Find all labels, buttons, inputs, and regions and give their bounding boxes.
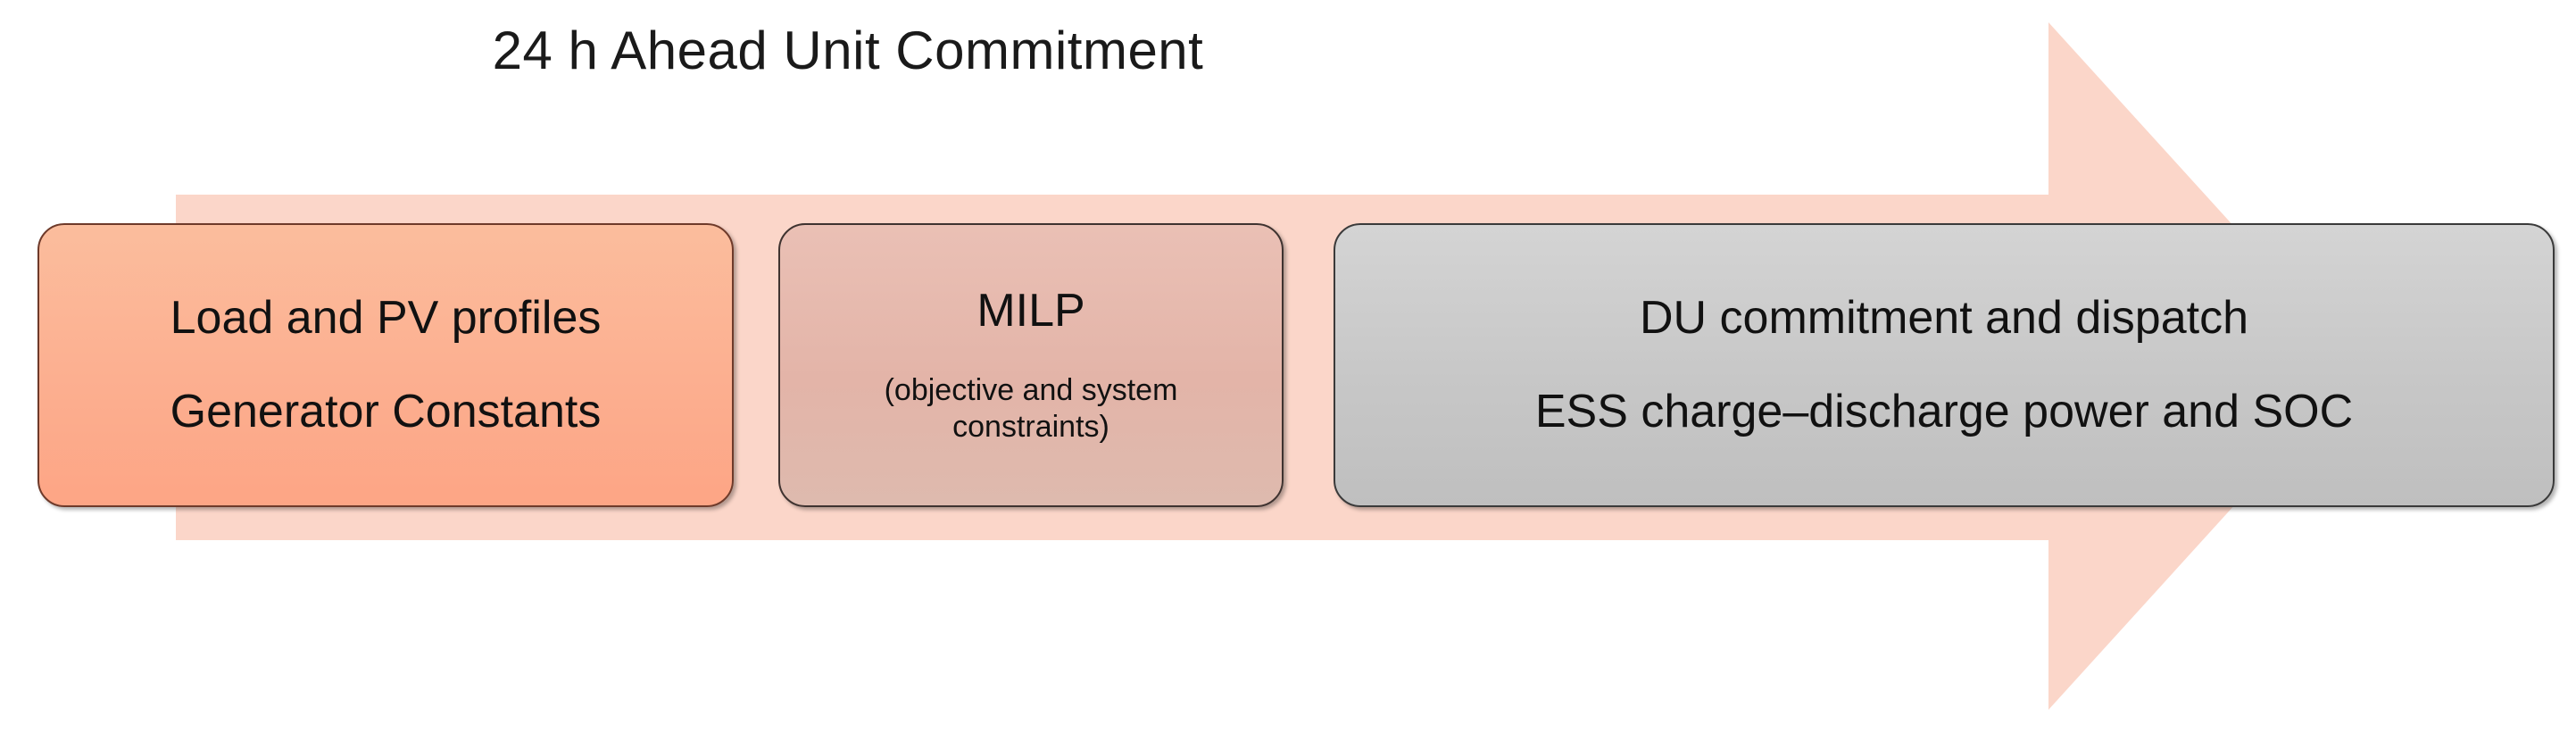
outputs-line-2: ESS charge–discharge power and SOC — [1534, 386, 2354, 437]
inputs-line-1: Load and PV profiles — [170, 291, 602, 344]
inputs-box[interactable]: Load and PV profiles Generator Constants — [37, 223, 734, 507]
milp-box[interactable]: MILP (objective and system constraints) — [778, 223, 1284, 507]
inputs-line-2: Generator Constants — [170, 386, 602, 437]
page-title: 24 h Ahead Unit Commitment — [492, 21, 1204, 80]
milp-title: MILP — [976, 284, 1085, 337]
outputs-box[interactable]: DU commitment and dispatch ESS charge–di… — [1334, 223, 2555, 507]
milp-subtitle: (objective and system constraints) — [884, 372, 1178, 444]
outputs-line-1: DU commitment and dispatch — [1639, 291, 2249, 344]
